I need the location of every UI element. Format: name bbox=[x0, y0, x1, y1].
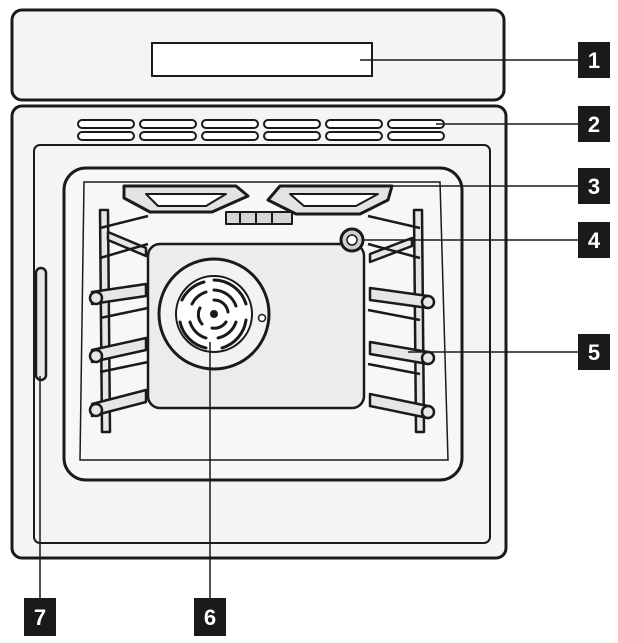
svg-text:1: 1 bbox=[588, 48, 600, 73]
callout-7: 7 bbox=[24, 598, 56, 636]
leader-lines bbox=[39, 59, 578, 598]
door-handle bbox=[34, 266, 48, 382]
callout-3: 3 bbox=[578, 168, 610, 204]
callout-2: 2 bbox=[578, 106, 610, 142]
svg-text:7: 7 bbox=[34, 605, 46, 630]
callout-6: 6 bbox=[194, 598, 226, 636]
callout-1: 1 bbox=[578, 42, 610, 78]
svg-text:4: 4 bbox=[588, 228, 601, 253]
control-panel bbox=[10, 8, 506, 102]
vent-slots bbox=[77, 119, 445, 141]
svg-text:2: 2 bbox=[588, 112, 600, 137]
fan-cover bbox=[157, 257, 271, 371]
left-shelf-supports bbox=[88, 208, 149, 434]
callout-5: 5 bbox=[578, 334, 610, 370]
display-window bbox=[151, 42, 373, 77]
svg-text:3: 3 bbox=[588, 174, 600, 199]
grill-heating-element bbox=[122, 184, 394, 225]
oven-lamp bbox=[339, 227, 365, 253]
callout-4: 4 bbox=[578, 222, 610, 258]
right-shelf-supports bbox=[367, 208, 436, 434]
svg-text:5: 5 bbox=[588, 340, 600, 365]
svg-text:6: 6 bbox=[204, 605, 216, 630]
